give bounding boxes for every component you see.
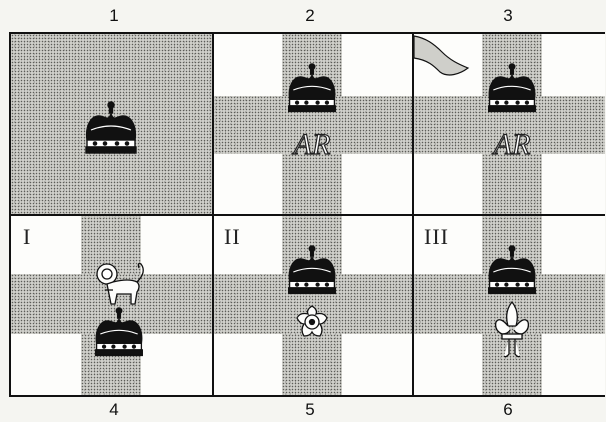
- roman-numeral: I: [23, 226, 31, 248]
- crown-icon: [91, 306, 147, 362]
- panel-5: II: [212, 214, 412, 395]
- pennant-icon: [412, 34, 472, 82]
- panel-number-2: 2: [290, 6, 330, 26]
- crown-icon: [484, 244, 540, 300]
- roman-numeral: III: [424, 226, 449, 248]
- panel-number-4: 4: [94, 400, 134, 420]
- crown-icon: [81, 100, 141, 160]
- panel-number-3: 3: [488, 6, 528, 26]
- crown-icon: [484, 62, 540, 118]
- panel-divider-horizontal: [11, 214, 605, 216]
- tudor-rose-icon: [294, 304, 330, 340]
- panel-6: III: [412, 214, 605, 395]
- panel-number-1: 1: [94, 6, 134, 26]
- panel-number-6: 6: [488, 400, 528, 420]
- flag-design-grid: AR AR I: [9, 32, 605, 397]
- panel-2: AR: [212, 34, 412, 214]
- panel-4: I: [11, 214, 212, 395]
- royal-cipher: AR: [277, 130, 347, 160]
- fleur-de-lis-icon: [494, 300, 530, 362]
- royal-cipher: AR: [477, 130, 547, 160]
- lion-icon: [91, 260, 151, 310]
- panel-number-5: 5: [290, 400, 330, 420]
- crown-icon: [284, 244, 340, 300]
- roman-numeral: II: [224, 226, 241, 248]
- panel-1: [11, 34, 212, 214]
- crown-icon: [284, 62, 340, 118]
- panel-3: AR: [412, 34, 605, 214]
